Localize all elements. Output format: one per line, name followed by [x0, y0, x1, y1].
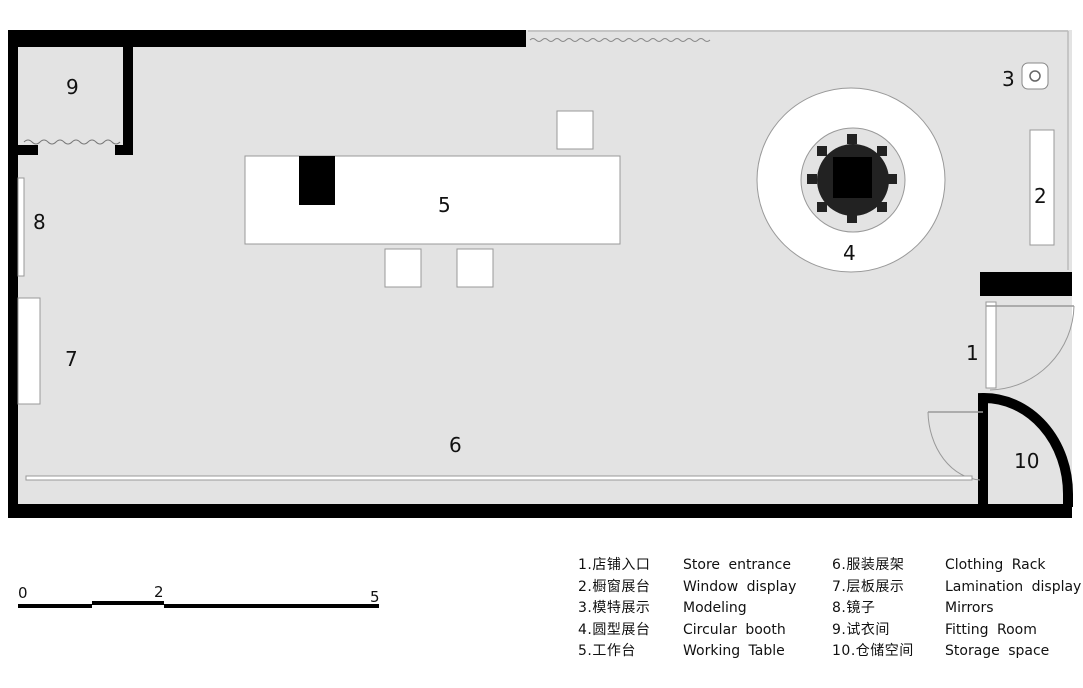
fitting-room-wall-left-stub	[14, 145, 38, 155]
label-entrance: 1	[966, 341, 979, 365]
legend-en: Store entrance	[683, 557, 791, 573]
legend-zh: 3.模特展示	[578, 600, 651, 616]
legend-row: 2.橱窗展台 Window display	[578, 577, 796, 599]
legend-zh: 5.工作台	[578, 643, 636, 659]
legend-zh: 2.橱窗展台	[578, 578, 651, 595]
legend-en: Storage space	[945, 643, 1050, 659]
legend-en: Fitting Room	[945, 621, 1037, 638]
window-display	[1029, 129, 1055, 246]
legend-left: 1.店铺入口 Store entrance 2.橱窗展台 Window displa…	[578, 555, 796, 663]
legend-zh: 7.层板展示	[832, 578, 905, 595]
legend-row: 9.试衣间 Fitting Room	[832, 620, 1081, 642]
clothing-rack	[25, 475, 973, 481]
circular-booth	[756, 87, 946, 273]
legend-en: Window display	[683, 578, 797, 595]
fitting-room-wall-stub	[115, 145, 133, 155]
label-storage: 10	[1014, 449, 1039, 473]
legend-en: Working Table	[683, 643, 785, 659]
label-lamination-display: 7	[65, 347, 78, 371]
legend-row: 4.圆型展台 Circular booth	[578, 620, 796, 642]
legend-row: 5.工作台 Working Table	[578, 641, 796, 663]
legend-right: 6.服装展架 Clothing Rack 7.层板展示 Lamination dis…	[832, 555, 1081, 663]
floor-area	[14, 30, 1072, 510]
legend-zh: 8.镜子	[832, 600, 876, 616]
label-mirrors: 8	[33, 210, 46, 234]
stool-1	[556, 110, 594, 150]
fitting-room-curtain	[23, 139, 121, 145]
label-modeling: 3	[1002, 67, 1015, 91]
window-curtain	[529, 38, 711, 42]
legend-row: 6.服装展架 Clothing Rack	[832, 555, 1081, 577]
label-window-display: 2	[1034, 184, 1047, 208]
bottom-wall	[8, 504, 1072, 518]
legend-row: 8.镜子 Mirrors	[832, 598, 1081, 620]
label-circular-booth: 4	[843, 241, 856, 265]
legend-en: Circular booth	[683, 621, 786, 638]
legend-en: Modeling	[683, 600, 747, 616]
label-fitting-room: 9	[66, 75, 79, 99]
legend-zh: 1.店铺入口	[578, 557, 651, 573]
legend-row: 1.店铺入口 Store entrance	[578, 555, 796, 577]
scale-tick-2: 2	[154, 583, 164, 601]
legend-row: 3.模特展示 Modeling	[578, 598, 796, 620]
scale-bar: 0 2 5	[18, 583, 380, 608]
table-block	[299, 156, 335, 205]
legend-zh: 4.圆型展台	[578, 621, 651, 638]
label-working-table: 5	[438, 193, 451, 217]
legend-en: Lamination display	[945, 578, 1082, 595]
left-wall	[8, 30, 18, 518]
legend-en: Clothing Rack	[945, 557, 1046, 573]
scale-tick-5: 5	[370, 588, 380, 606]
legend-zh: 10.仓储空间	[832, 643, 914, 659]
top-wall	[8, 30, 526, 47]
entrance-door	[985, 301, 1075, 391]
stool-3	[456, 248, 494, 288]
legend-zh: 9.试衣间	[832, 621, 890, 638]
storage-room-wall	[978, 392, 1073, 507]
label-clothing-rack: 6	[449, 433, 462, 457]
lamination-display	[17, 297, 41, 405]
legend-row: 7.层板展示 Lamination display	[832, 577, 1081, 599]
legend-row: 10.仓储空间 Storage space	[832, 641, 1081, 663]
scale-tick-0: 0	[18, 584, 28, 602]
stool-2	[384, 248, 422, 288]
mirror-panel	[17, 177, 25, 277]
fitting-room-wall	[123, 44, 133, 154]
entrance-wall	[980, 272, 1072, 296]
legend-zh: 6.服装展架	[832, 557, 905, 573]
mannequin	[1021, 62, 1049, 90]
legend-en: Mirrors	[945, 600, 994, 616]
